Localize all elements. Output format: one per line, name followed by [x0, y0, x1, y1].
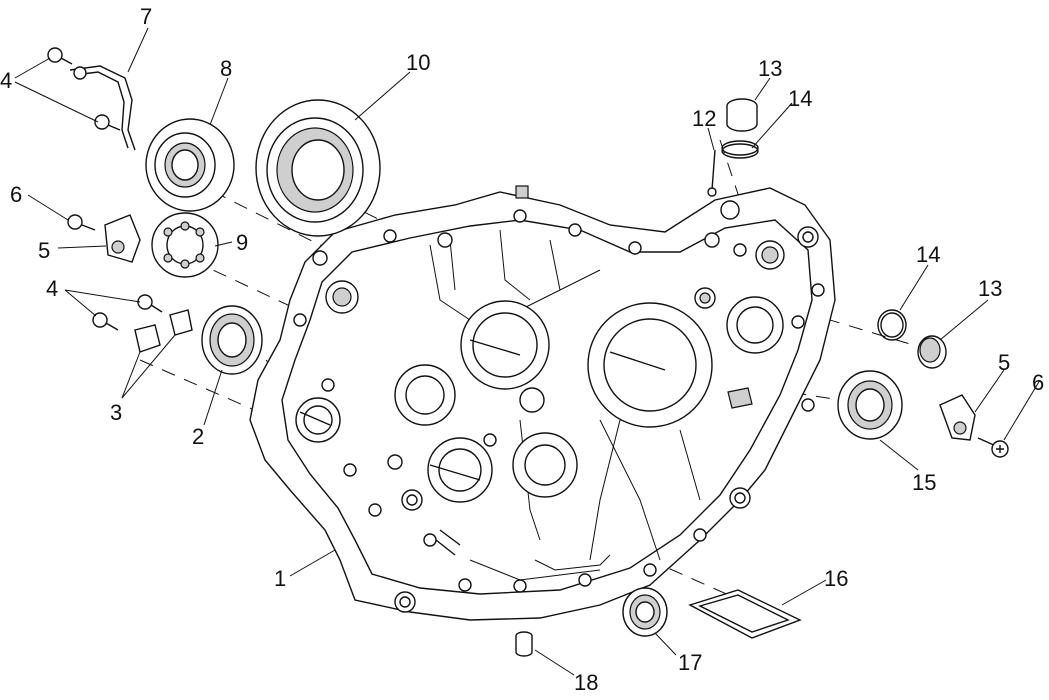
plate-part-5-right	[939, 394, 976, 441]
bolts-part-4-upper	[47, 47, 163, 331]
callout-15: 15	[912, 470, 936, 495]
callout-3: 3	[110, 400, 122, 425]
callout-17: 17	[678, 650, 702, 675]
seal-part-17	[622, 587, 668, 637]
callout-7: 7	[140, 4, 152, 29]
callout-14-right: 14	[916, 242, 940, 267]
seal-part-2	[201, 305, 263, 375]
oring-part-14-right	[877, 309, 907, 341]
callout-labels: 7 8 10 4 6 5 9 4 3 2 1 13 14 12 14 13 5 …	[0, 4, 1044, 695]
callout-13-right: 13	[978, 276, 1002, 301]
gasket-part-16	[688, 589, 802, 639]
crankcase-half	[249, 185, 836, 621]
callout-9: 9	[236, 230, 248, 255]
callout-2: 2	[192, 424, 204, 449]
pin-part-12	[707, 149, 717, 197]
leader-lines	[14, 27, 1041, 676]
callout-1: 1	[274, 566, 286, 591]
bearing-part-15	[837, 370, 903, 440]
callout-6-right: 6	[1032, 370, 1044, 395]
bracket-part-7	[69, 65, 136, 151]
bearing-part-8	[145, 118, 235, 212]
callout-4-lower: 4	[46, 276, 58, 301]
callout-4-upper: 4	[0, 68, 12, 93]
screw-part-6-right	[977, 437, 1009, 458]
bearing-part-9	[151, 212, 219, 278]
callout-6-left: 6	[10, 182, 22, 207]
sleeve-part-18	[515, 631, 533, 657]
callout-10: 10	[406, 50, 430, 75]
plate-part-5-left	[104, 214, 141, 263]
crankcase-bolt-holes	[293, 200, 825, 613]
callout-13-upper: 13	[758, 56, 782, 81]
callout-12: 12	[692, 106, 716, 131]
dowel-part-13-right	[917, 335, 947, 369]
screw-part-6-left	[67, 214, 96, 231]
dowel-part-13-upper	[726, 98, 758, 132]
callout-14-upper: 14	[788, 86, 812, 111]
callout-8: 8	[220, 56, 232, 81]
plates-part-3	[134, 309, 193, 353]
callout-5-right: 5	[998, 350, 1010, 375]
oring-part-14-upper	[721, 140, 759, 159]
callout-5-left: 5	[38, 238, 50, 263]
bearing-part-10	[255, 99, 381, 237]
callout-18: 18	[574, 670, 598, 695]
callout-16: 16	[824, 566, 848, 591]
